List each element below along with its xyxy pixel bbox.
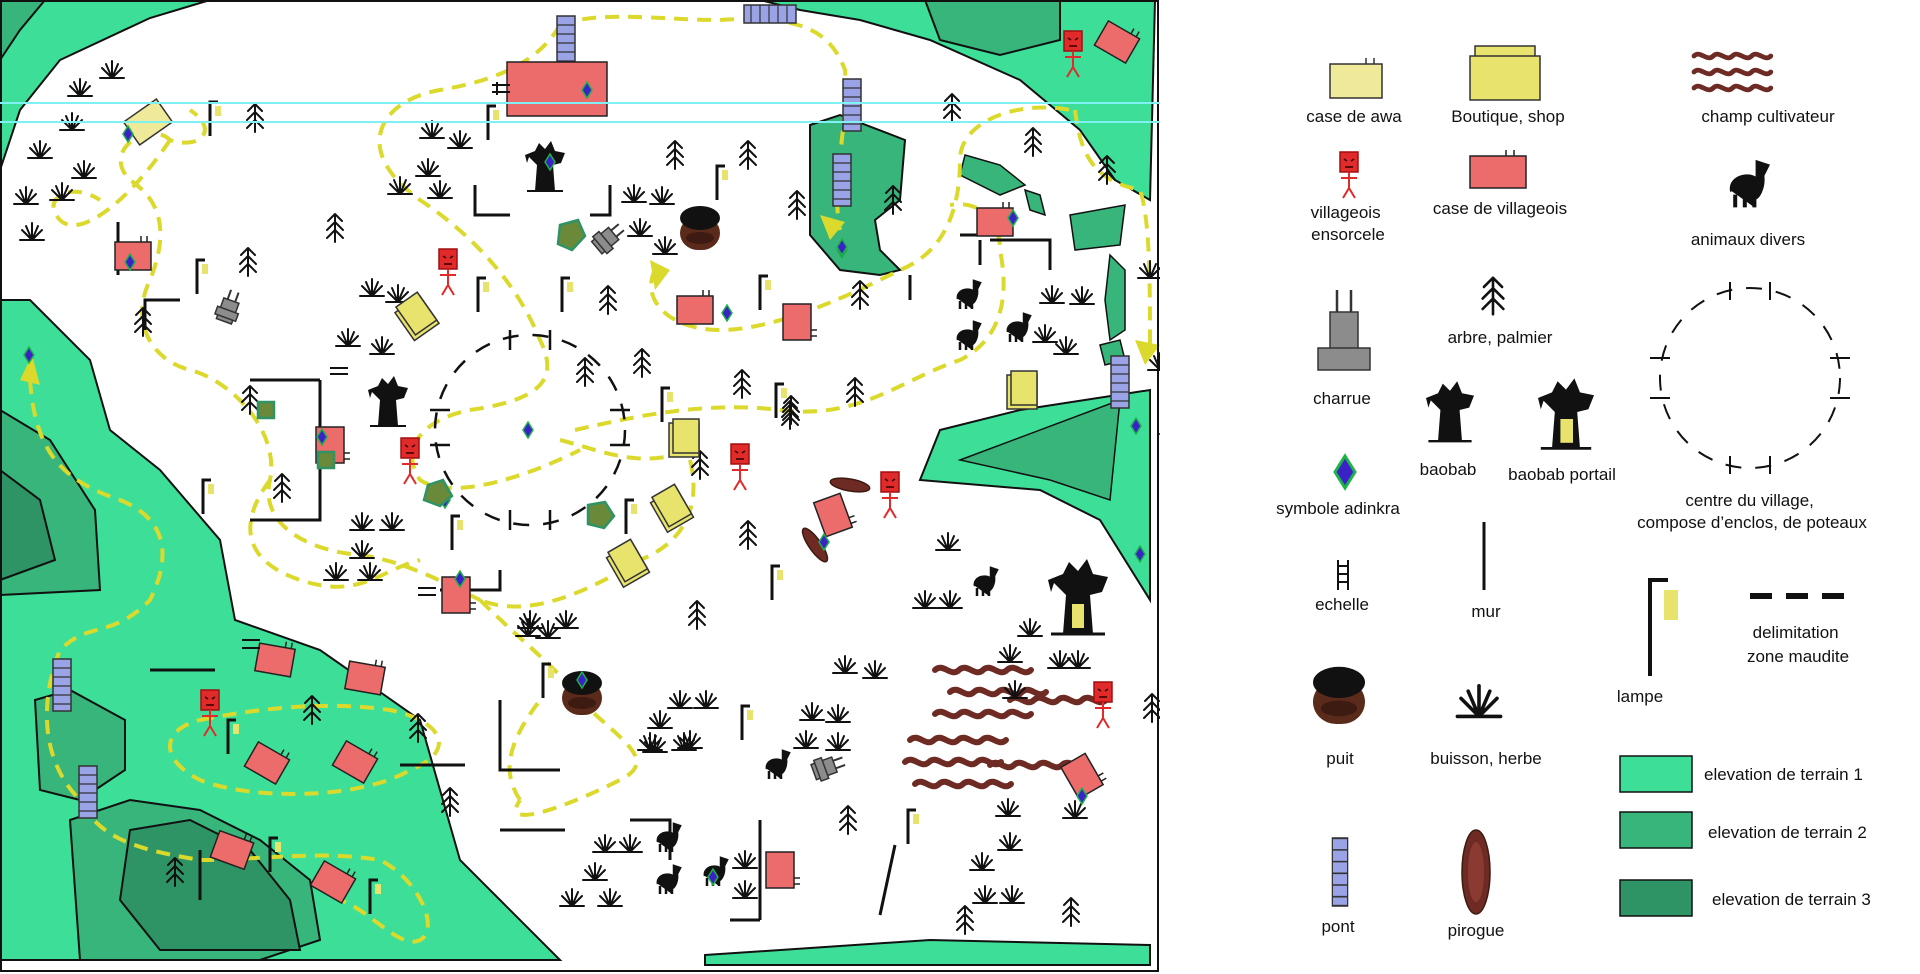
village-center <box>430 330 630 530</box>
legend-label-ensorcele-line2: ensorcele <box>1311 225 1385 244</box>
canoe-icon <box>829 477 871 493</box>
terrain2-swatch <box>1619 811 1693 849</box>
legend-label-mur: mur <box>1471 602 1501 621</box>
ladders <box>242 82 510 649</box>
shop-icon <box>1006 370 1038 410</box>
legend-label-delimitation: delimitation zone maudite <box>1747 623 1849 666</box>
bridge-icon <box>1331 837 1349 907</box>
legend-label-case-awa: case de awa <box>1306 107 1402 126</box>
village-center-icon <box>1650 282 1850 474</box>
legend-labels: case de awa Boutique, shop champ cultiva… <box>1276 107 1871 940</box>
legend-icons <box>1313 45 1850 917</box>
ladder-icon <box>1337 560 1349 590</box>
shop-icon <box>668 418 700 458</box>
hedges <box>256 218 616 530</box>
terrain3-swatch <box>1619 879 1693 917</box>
bridge-icon <box>78 765 98 819</box>
legend-label-boutique: Boutique, shop <box>1451 107 1564 126</box>
legend-label-arbre: arbre, palmier <box>1448 328 1553 347</box>
plough-icon <box>1317 290 1371 371</box>
legend-label-adinkra: symbole adinkra <box>1276 499 1400 518</box>
legend-label-pirogue: pirogue <box>1448 921 1505 940</box>
legend-label-case-villageois: case de villageois <box>1433 199 1567 218</box>
lamp-icon <box>1648 578 1678 676</box>
legend-label-lampe: lampe <box>1617 687 1663 706</box>
legend-label-pont: pont <box>1321 917 1354 936</box>
legend-label-centre-line2: compose d’enclos, de poteaux <box>1637 513 1867 532</box>
legend-label-ensorcele-line1: villageois <box>1311 203 1381 222</box>
legend-label-terrain1: elevation de terrain 1 <box>1704 765 1863 784</box>
baobab-portal-icon <box>1536 376 1596 450</box>
legend-label-animaux: animaux divers <box>1691 230 1805 249</box>
legend-label-baobab: baobab <box>1420 460 1477 479</box>
legend: case de awa Boutique, shop champ cultiva… <box>1160 0 1920 974</box>
legend-label-delimitation-line1: delimitation <box>1753 623 1839 642</box>
legend-label-centre-line1: centre du village, <box>1685 491 1814 510</box>
legend-label-charrue: charrue <box>1313 389 1371 408</box>
bridge-icon <box>743 4 797 24</box>
arrow-icon <box>1135 340 1160 365</box>
map-frame <box>0 0 1159 972</box>
well-icon <box>680 206 720 250</box>
legend-label-centre: centre du village, compose d’enclos, de … <box>1637 491 1867 532</box>
legend-label-ensorcele: villageois ensorcele <box>1311 203 1386 244</box>
terrain-layer <box>0 0 1157 966</box>
arrow-icon <box>20 355 40 385</box>
bridge-icon <box>52 658 72 712</box>
bridge-icon <box>1110 355 1130 409</box>
canoe-icon <box>1461 829 1491 915</box>
bridge-icon <box>832 153 852 207</box>
bridge-icon <box>842 78 862 132</box>
legend-label-baobab-portail: baobab portail <box>1508 465 1616 484</box>
legend-label-echelle: echelle <box>1315 595 1369 614</box>
arrow-icon <box>650 260 670 290</box>
baobabs <box>367 140 1110 636</box>
legend-label-buisson: buisson, herbe <box>1430 749 1542 768</box>
legend-label-terrain2: elevation de terrain 2 <box>1708 823 1867 842</box>
awa-hut-icon <box>1329 63 1383 99</box>
map-area <box>0 0 1201 974</box>
bridge-icon <box>556 15 576 69</box>
legend-label-champ: champ cultivateur <box>1701 107 1835 126</box>
shop-icon <box>1469 45 1541 101</box>
well-icon <box>1313 666 1365 724</box>
villager-hut-icon <box>1469 150 1527 189</box>
arrow-icon <box>820 215 845 240</box>
legend-label-terrain3: elevation de terrain 3 <box>1712 890 1871 909</box>
terrain1-swatch <box>1619 755 1693 793</box>
legend-label-delimitation-line2: zone maudite <box>1747 647 1849 666</box>
path-direction-arrows <box>20 215 1160 385</box>
legend-label-puit: puit <box>1326 749 1354 768</box>
